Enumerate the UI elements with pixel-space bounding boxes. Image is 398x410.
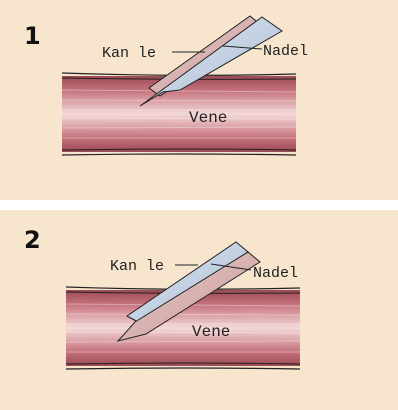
- panel-2: 2 Kan le Nadel Vene: [0, 210, 398, 410]
- panel-1-number: 1: [24, 22, 41, 50]
- panel-2-needle-label: Nadel: [253, 265, 298, 282]
- panel-1-vein-label: Vene: [189, 109, 227, 127]
- panel-1-cannula-label: Kan le: [102, 45, 156, 62]
- panel-2-number: 2: [24, 226, 41, 254]
- panel-2-vein-label: Vene: [192, 323, 230, 341]
- panel-2-cannula-label: Kan le: [110, 258, 164, 275]
- panel-1: 1 Kan le Nadel Vene: [0, 0, 398, 200]
- panel-1-needle-label: Nadel: [263, 43, 308, 60]
